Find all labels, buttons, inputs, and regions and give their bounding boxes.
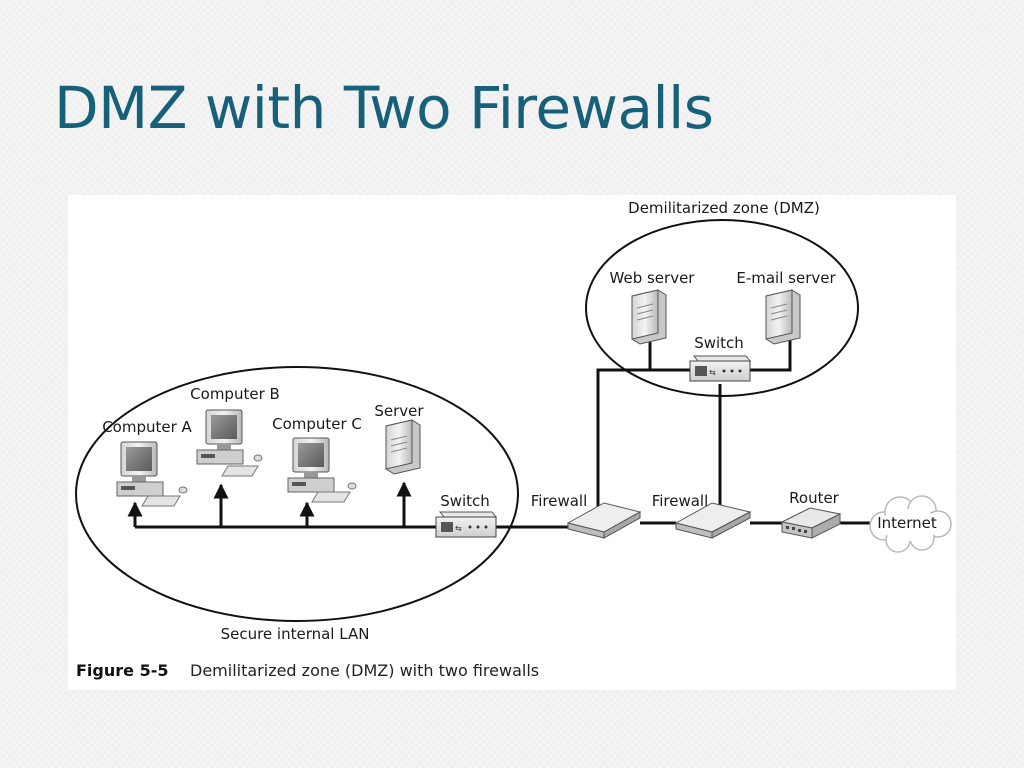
- network-links: [135, 338, 872, 529]
- internet-label: Internet: [877, 514, 937, 532]
- lan-server-icon: [385, 419, 421, 475]
- svg-text:⇆: ⇆: [455, 524, 462, 533]
- figure-caption: Demilitarized zone (DMZ) with two firewa…: [190, 661, 539, 680]
- lan-zone-label: Secure internal LAN: [221, 625, 370, 643]
- firewall-1-label: Firewall: [531, 492, 588, 510]
- dmz-zone-label: Demilitarized zone (DMZ): [628, 199, 820, 217]
- web-server-icon: [631, 289, 667, 345]
- web-server-label: Web server: [610, 269, 696, 287]
- figure-number: Figure 5-5: [76, 661, 168, 680]
- firewall-2-icon: [674, 502, 752, 539]
- dmz-zone-ellipse: [585, 219, 859, 397]
- computer-c-label: Computer C: [272, 415, 362, 433]
- router-label: Router: [789, 489, 840, 507]
- computer-c-icon: [287, 437, 357, 503]
- slide-title: DMZ with Two Firewalls: [54, 74, 714, 142]
- email-server-icon: [765, 289, 801, 345]
- lan-switch-icon: ⇆: [435, 511, 498, 538]
- uplink-arrows: [127, 481, 412, 527]
- lan-switch-label: Switch: [440, 492, 490, 510]
- lan-zone-ellipse: [75, 366, 519, 622]
- firewall-2-label: Firewall: [652, 492, 709, 510]
- internet-cloud-icon: [869, 495, 952, 553]
- svg-text:⇆: ⇆: [709, 368, 716, 377]
- router-icon: [780, 507, 842, 539]
- computer-a-icon: [116, 441, 188, 507]
- dmz-switch-label: Switch: [694, 334, 744, 352]
- computer-b-icon: [196, 409, 263, 477]
- dmz-switch-icon: ⇆: [689, 355, 752, 382]
- server-label: Server: [374, 402, 424, 420]
- computer-b-label: Computer B: [190, 385, 280, 403]
- email-server-label: E-mail server: [736, 269, 836, 287]
- computer-a-label: Computer A: [102, 418, 192, 436]
- firewall-1-icon: [566, 502, 642, 539]
